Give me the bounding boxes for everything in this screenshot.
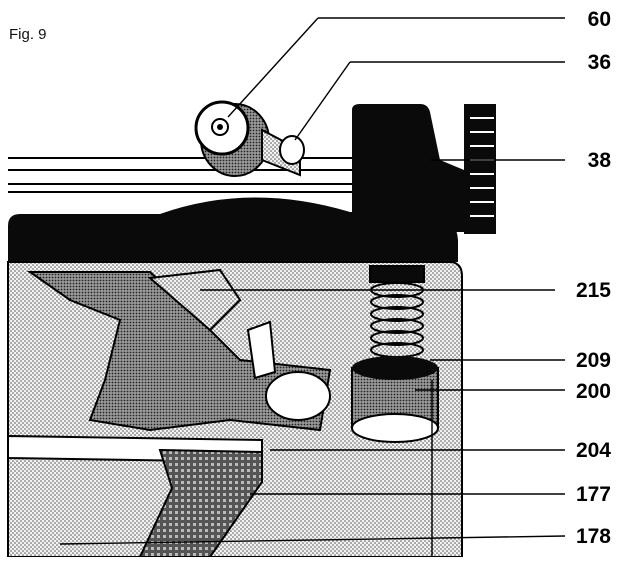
callout-38: 38 [587, 149, 611, 172]
figure-label: Fig. 9 [9, 26, 47, 43]
carriage-bar [8, 197, 458, 262]
leader-lines [59, 17, 566, 557]
callout-178: 178 [575, 525, 611, 548]
housing-38 [352, 104, 496, 234]
cylinder-200 [351, 356, 439, 443]
callout-177: 177 [575, 483, 611, 506]
callout-204: 204 [575, 439, 611, 462]
spring-215 [369, 265, 425, 358]
knob-60 [194, 100, 270, 177]
callout-36: 36 [587, 51, 611, 74]
part-209 [246, 320, 331, 421]
callout-209: 209 [575, 349, 611, 372]
callout-215: 215 [575, 279, 611, 302]
callout-200: 200 [575, 380, 611, 403]
lever-36 [261, 128, 305, 177]
carriage-rods [8, 157, 360, 193]
bracket [26, 268, 332, 432]
callout-60: 60 [587, 8, 611, 31]
